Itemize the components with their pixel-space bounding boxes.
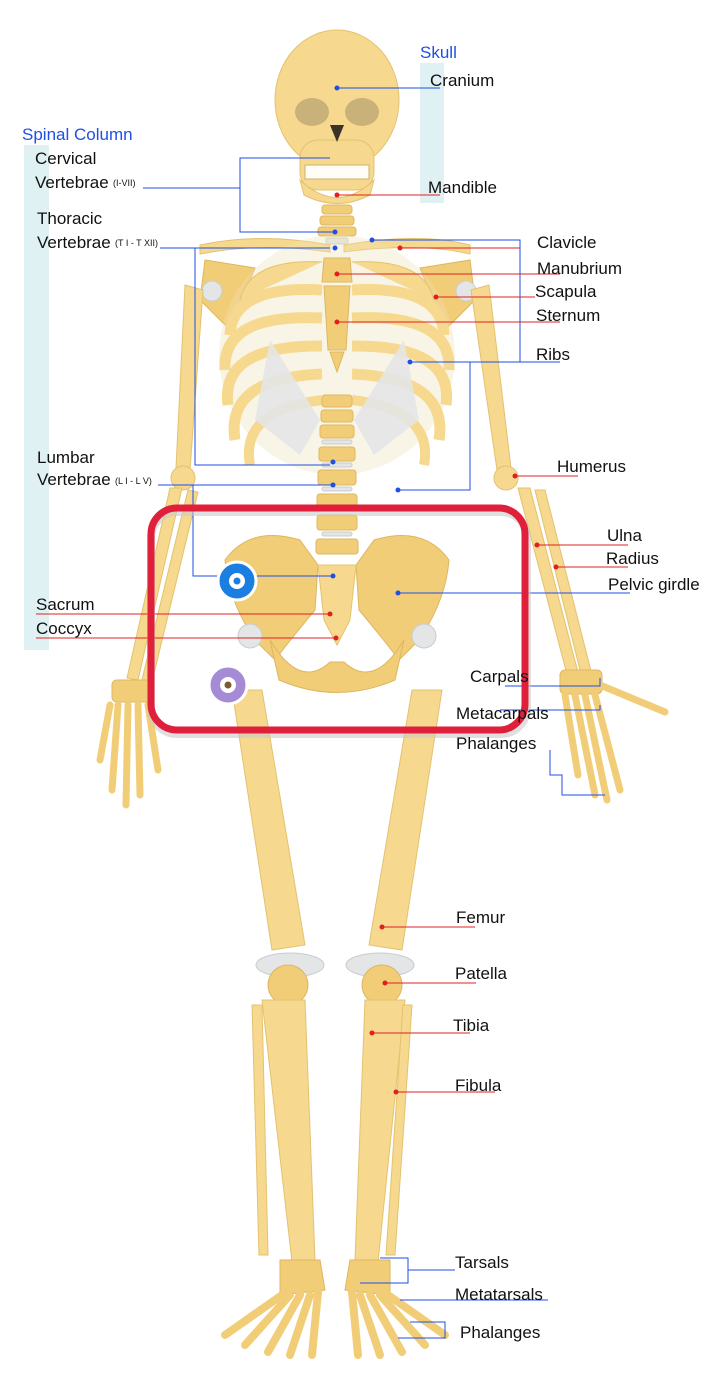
label-scapula: Scapula [535, 282, 597, 301]
legs [231, 689, 443, 1263]
label-pelvic-girdle: Pelvic girdle [608, 575, 700, 594]
label-ribs: Ribs [536, 345, 570, 364]
label-coccyx: Coccyx [36, 619, 92, 638]
labels: Skull Spinal Column Cranium Mandible Cer… [22, 43, 700, 1342]
highlight-box [147, 504, 529, 734]
label-thoracic-1: Thoracic [37, 209, 103, 228]
label-sternum: Sternum [536, 306, 600, 325]
label-lumbar-1: Lumbar [37, 448, 95, 467]
blue-target-marker[interactable] [216, 560, 258, 602]
label-fibula: Fibula [455, 1076, 502, 1095]
label-phalanges-foot: Phalanges [460, 1323, 540, 1342]
label-carpals: Carpals [470, 667, 529, 686]
label-tarsals: Tarsals [455, 1253, 509, 1272]
label-metatarsals: Metatarsals [455, 1285, 543, 1304]
ribcage [219, 235, 455, 475]
pelvis-bone [224, 535, 450, 693]
label-humerus: Humerus [557, 457, 626, 476]
label-patella: Patella [455, 964, 508, 983]
spinal-column-group-label: Spinal Column [22, 125, 133, 144]
skull-band [420, 63, 444, 203]
label-cranium: Cranium [430, 71, 494, 90]
leader-lines [36, 85, 630, 1339]
label-femur: Femur [456, 908, 505, 927]
skull-group-label: Skull [420, 43, 457, 62]
spinal-column-band [24, 145, 49, 650]
label-manubrium: Manubrium [537, 259, 622, 278]
label-lumbar-range: (L I - L V) [115, 476, 152, 486]
label-sacrum: Sacrum [36, 595, 95, 614]
label-metacarpals: Metacarpals [456, 704, 549, 723]
label-cervical-2: Vertebrae [35, 173, 109, 192]
purple-target-marker[interactable] [207, 664, 249, 706]
label-thoracic-2: Vertebrae [37, 233, 111, 252]
label-clavicle: Clavicle [537, 233, 597, 252]
label-lumbar-2: Vertebrae [37, 470, 111, 489]
label-ulna: Ulna [607, 526, 643, 545]
skull-bone [274, 29, 400, 204]
label-phalanges-hand: Phalanges [456, 734, 536, 753]
skeleton-illustration [96, 29, 669, 1359]
label-cervical-1: Cervical [35, 149, 96, 168]
label-tibia: Tibia [453, 1016, 490, 1035]
label-cervical-range: (I-VII) [113, 178, 136, 188]
feet [221, 1259, 449, 1359]
hands [96, 669, 669, 809]
spine [315, 394, 359, 555]
label-thoracic-range: (T I - T XII) [115, 238, 158, 248]
label-mandible: Mandible [428, 178, 497, 197]
label-radius: Radius [606, 549, 659, 568]
